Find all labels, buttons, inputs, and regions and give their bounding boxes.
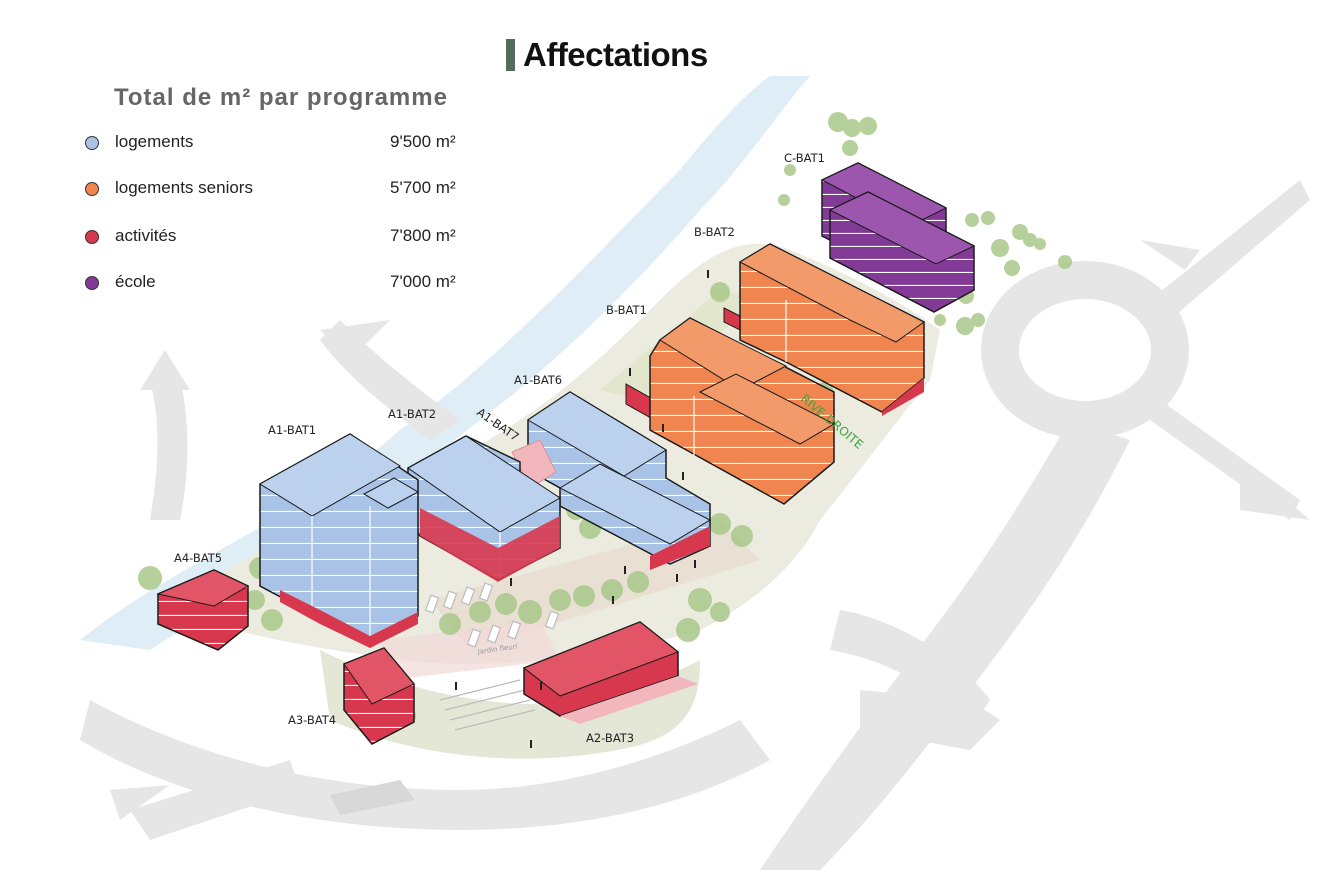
building-c-bat1 <box>820 162 976 313</box>
legend-dot-icon <box>85 230 99 244</box>
river <box>80 76 810 650</box>
label-a1-bat2: A1-BAT2 <box>388 407 436 421</box>
building-a1-bat1 <box>259 433 420 648</box>
legend-item-ecole: école 7'000 m² <box>85 272 475 296</box>
label-a1-bat6: A1-BAT6 <box>514 373 562 387</box>
building-a1-bat2 <box>407 435 561 582</box>
roads <box>80 180 1310 870</box>
building-a4-bat5 <box>156 569 250 651</box>
legend-label: logements <box>115 132 194 151</box>
label-b-bat1: B-BAT1 <box>606 303 647 317</box>
legend-value: 7'800 m² <box>390 226 456 245</box>
legend-label: logements seniors <box>115 178 253 197</box>
label-b-bat2: B-BAT2 <box>694 225 735 239</box>
building-b-bat1 <box>625 317 836 505</box>
title-accent-bar <box>506 39 515 71</box>
page-title: Affectations <box>523 36 708 73</box>
legend-dot-icon <box>85 276 99 290</box>
legend-value: 7'000 m² <box>390 272 456 291</box>
legend-item-activites: activités 7'800 m² <box>85 226 475 250</box>
legend-dot-icon <box>85 136 99 150</box>
label-c-bat1: C-BAT1 <box>784 151 825 165</box>
legend-label: école <box>115 272 156 291</box>
building-b-bat2 <box>723 243 925 416</box>
legend-value: 9'500 m² <box>390 132 456 151</box>
label-a1-bat1: A1-BAT1 <box>268 423 316 437</box>
building-a1-bat6 <box>527 391 712 570</box>
people <box>455 270 709 748</box>
legend-heading: Total de m² par programme <box>114 84 448 111</box>
legend-value: 5'700 m² <box>390 178 456 197</box>
label-a3-bat4: A3-BAT4 <box>288 713 336 727</box>
legend-item-logements-seniors: logements seniors 5'700 m² <box>85 178 475 202</box>
parking <box>424 582 560 731</box>
legend-dot-icon <box>85 182 99 196</box>
legend-item-logements: logements 9'500 m² <box>85 132 475 156</box>
label-a4-bat5: A4-BAT5 <box>174 551 222 565</box>
title-block: Affectations <box>506 36 708 74</box>
building-a3-bat4 <box>343 647 415 745</box>
legend-label: activités <box>115 226 177 245</box>
label-a2-bat3: A2-BAT3 <box>586 731 634 745</box>
building-a2-bat3 <box>523 621 698 724</box>
